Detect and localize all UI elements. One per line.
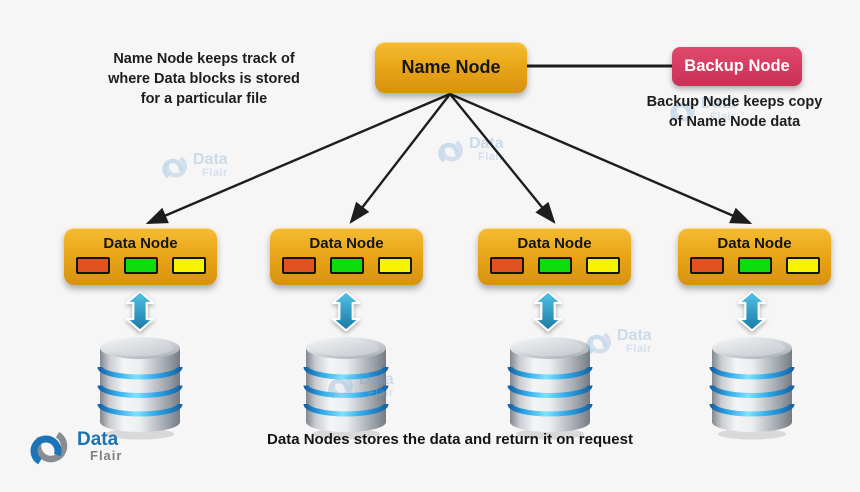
database-storage-icon: [507, 337, 593, 440]
watermark-subtitle: Flair: [478, 151, 504, 163]
backup-node-note: Backup Node keeps copy of Name Node data: [646, 94, 823, 130]
data-block-row: [478, 257, 631, 274]
data-block-green-icon: [737, 257, 772, 274]
data-node-label: Data Node: [517, 235, 592, 252]
database-storage-icon: [709, 337, 795, 440]
data-block-orange-icon: [489, 257, 524, 274]
backup-node-box: Backup Node: [672, 47, 802, 86]
watermark-title: Data: [193, 151, 228, 168]
data-block-orange-icon: [75, 257, 110, 274]
namenode-datanode3-arrow: [449, 93, 556, 224]
data-block-green-icon: [329, 257, 364, 274]
watermark-subtitle: Flair: [626, 343, 652, 355]
data-block-green-icon: [123, 257, 158, 274]
watermark-subtitle: Flair: [202, 167, 228, 179]
namenode-datanode1-arrow: [145, 92, 451, 225]
watermark-title: Data: [469, 135, 504, 152]
dataflair-logo: Data Flair: [28, 426, 122, 470]
data-node-box-4: Data Node: [678, 228, 831, 285]
name-node-box: Name Node: [375, 42, 527, 93]
data-nodes-caption: Data Nodes stores the data and return it…: [267, 431, 633, 448]
data-block-row: [678, 257, 831, 274]
data-node-box-2: Data Node: [270, 228, 423, 285]
database-storage-icon: [97, 337, 183, 440]
data-block-yellow-icon: [585, 257, 620, 274]
brand-suffix: Flair: [90, 448, 123, 463]
data-transfer-arrow-icon: [737, 290, 767, 332]
dataflair-watermark-icon: [162, 155, 187, 180]
data-node-box-3: Data Node: [478, 228, 631, 285]
data-block-orange-icon: [281, 257, 316, 274]
data-node-label: Data Node: [717, 235, 792, 252]
database-storage-icon: [303, 337, 389, 440]
data-transfer-arrow-icon: [125, 290, 155, 332]
backup-node-label: Backup Node: [684, 57, 790, 75]
namenode-datanode2-arrow: [349, 93, 451, 224]
data-node-label: Data Node: [103, 235, 178, 252]
data-block-green-icon: [537, 257, 572, 274]
name-node-label: Name Node: [401, 57, 501, 77]
data-block-orange-icon: [689, 257, 724, 274]
data-node-label: Data Node: [309, 235, 384, 252]
watermark-title: Data: [617, 327, 652, 344]
data-block-row: [270, 257, 423, 274]
data-transfer-arrow-icon: [331, 290, 361, 332]
dataflair-watermark-icon: [438, 139, 463, 164]
data-block-yellow-icon: [785, 257, 820, 274]
data-node-box-1: Data Node: [64, 228, 217, 285]
data-transfer-arrow-icon: [533, 290, 563, 332]
name-node-note: Name Node keeps track of where Data bloc…: [108, 51, 300, 107]
data-block-row: [64, 257, 217, 274]
data-block-yellow-icon: [377, 257, 412, 274]
data-block-yellow-icon: [171, 257, 206, 274]
brand-name: Data: [77, 429, 119, 450]
dataflair-logo-icon: [30, 429, 68, 467]
